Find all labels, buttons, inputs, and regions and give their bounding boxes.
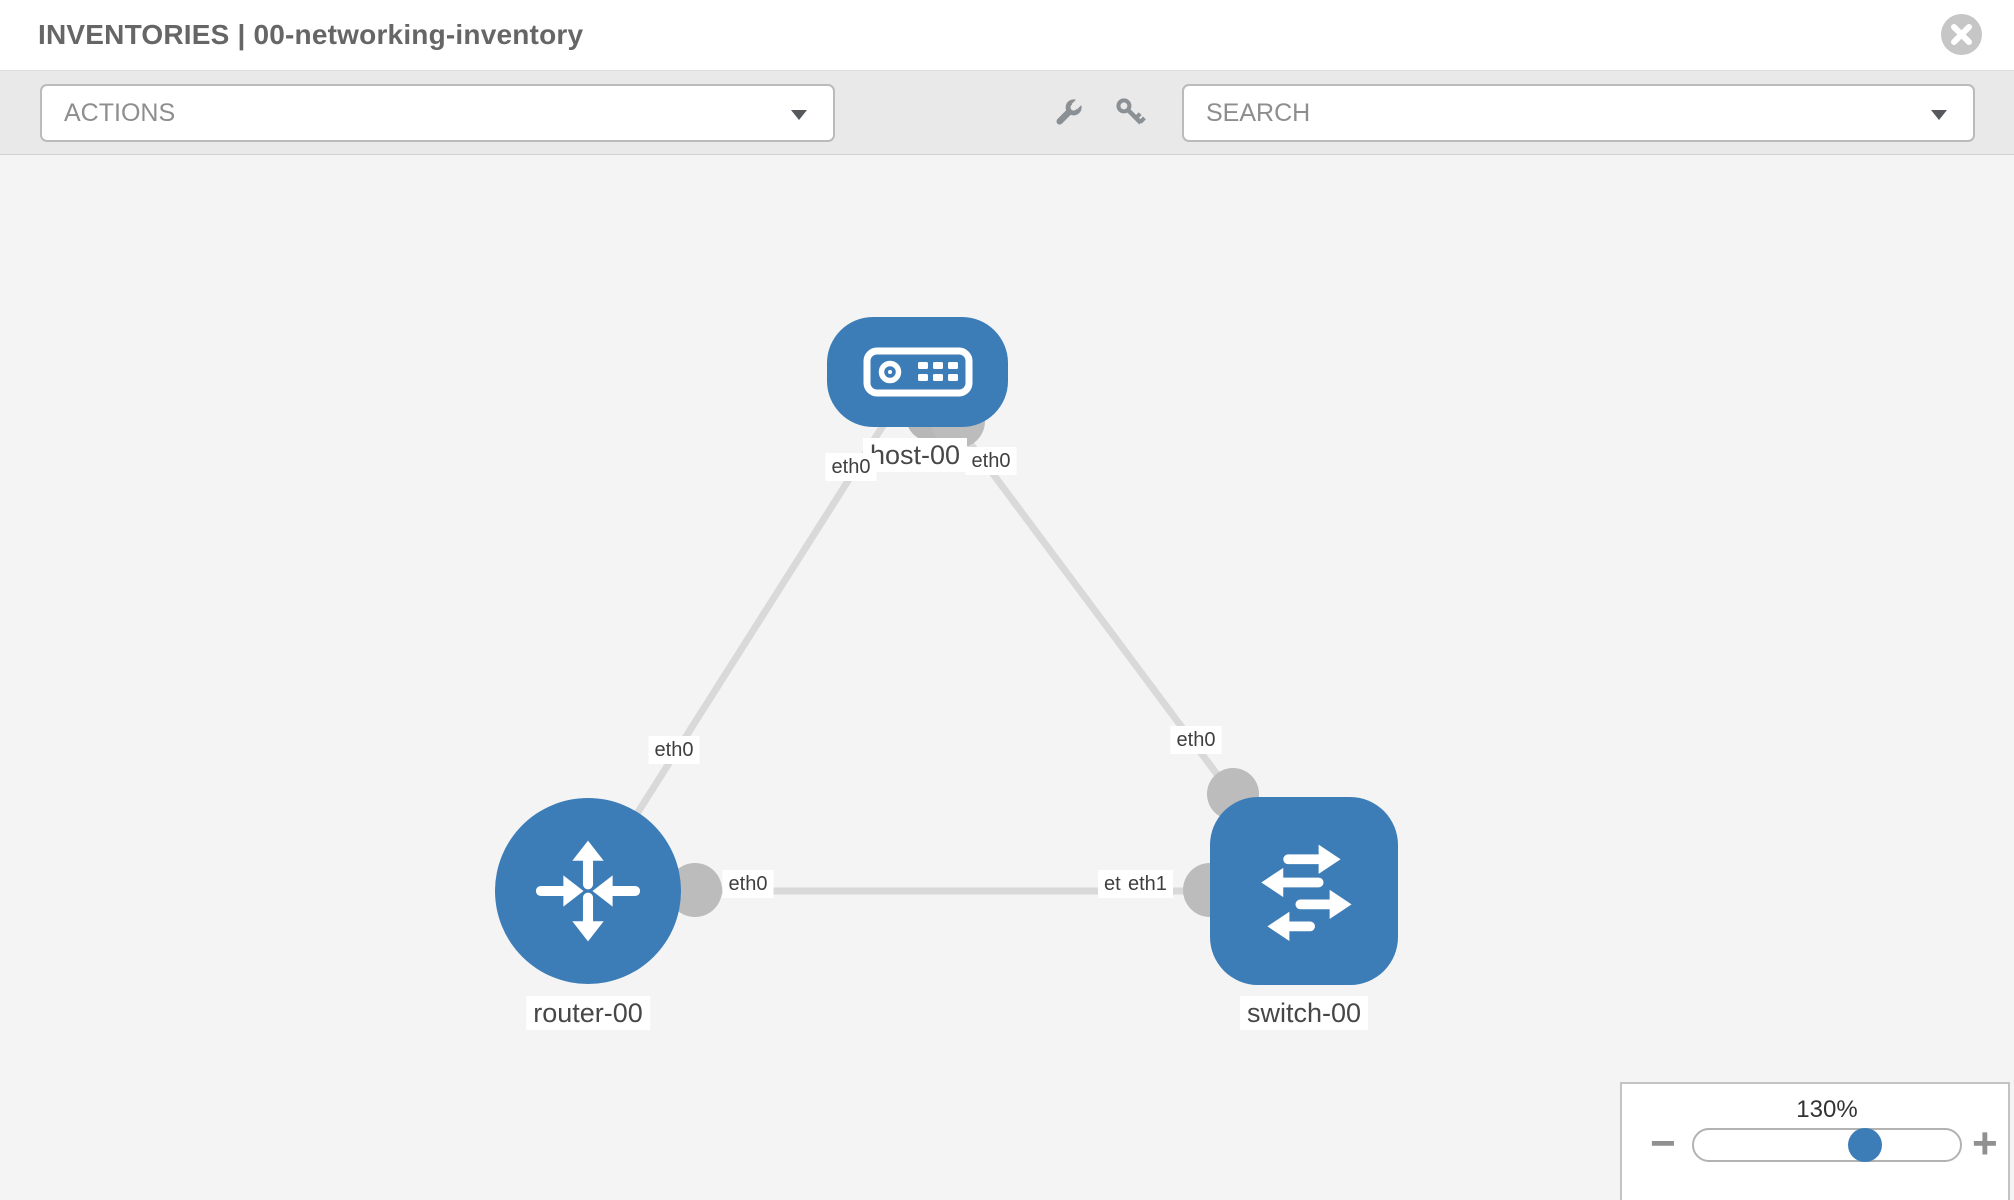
zoom-control-panel: 130% − + [1620, 1082, 2010, 1200]
key-icon [1116, 98, 1146, 125]
zoom-slider-handle[interactable] [1848, 1128, 1882, 1162]
page-header: INVENTORIES | 00-networking-inventory [0, 0, 2014, 71]
node-router-00[interactable] [495, 798, 681, 984]
actions-dropdown-label: ACTIONS [64, 99, 176, 127]
page-title: INVENTORIES | 00-networking-inventory [38, 19, 584, 50]
interface-label-host-right: eth0 [965, 447, 1017, 475]
host-icon [863, 347, 972, 397]
chevron-down-icon [1931, 110, 1947, 120]
zoom-level-value: 130% [1796, 1096, 1858, 1123]
topology-toolbar: ACTIONS [0, 71, 2014, 155]
chevron-down-icon [791, 110, 807, 120]
topology-canvas[interactable]: host-00 router-00 switch-00 eth0 eth0 et… [0, 155, 2014, 1200]
node-label-router: router-00 [526, 996, 650, 1030]
credentials-button[interactable] [1107, 89, 1155, 137]
interface-label-host-left: eth0 [825, 453, 877, 481]
search-dropdown-label: SEARCH [1206, 99, 1311, 127]
router-icon [535, 840, 641, 942]
configure-button[interactable] [1044, 89, 1092, 137]
node-switch-00[interactable] [1210, 797, 1398, 985]
actions-dropdown[interactable]: ACTIONS [40, 84, 835, 142]
interface-label-router-right: eth0 [722, 870, 774, 898]
plus-icon: + [1972, 1119, 1998, 1168]
zoom-slider-track[interactable] [1692, 1128, 1962, 1162]
port-router-right [668, 863, 722, 917]
close-button[interactable] [1941, 14, 1982, 55]
interface-label-switch-left-over: eth1 [1122, 870, 1173, 898]
interface-label-router-host-link: eth0 [648, 736, 700, 764]
topology-links-layer [585, 369, 1307, 917]
switch-icon [1261, 844, 1352, 942]
wrench-icon [1056, 97, 1084, 125]
node-label-host: host-00 [862, 438, 968, 472]
search-dropdown[interactable]: SEARCH [1182, 84, 1975, 142]
node-label-switch: switch-00 [1239, 996, 1369, 1030]
zoom-out-button[interactable]: − [1650, 1114, 1676, 1174]
zoom-in-button[interactable]: + [1972, 1114, 1998, 1174]
node-host-00[interactable] [827, 317, 1008, 427]
minus-icon: − [1650, 1119, 1676, 1168]
interface-label-host-switch-link: eth0 [1170, 726, 1222, 754]
close-icon [1951, 24, 1972, 45]
